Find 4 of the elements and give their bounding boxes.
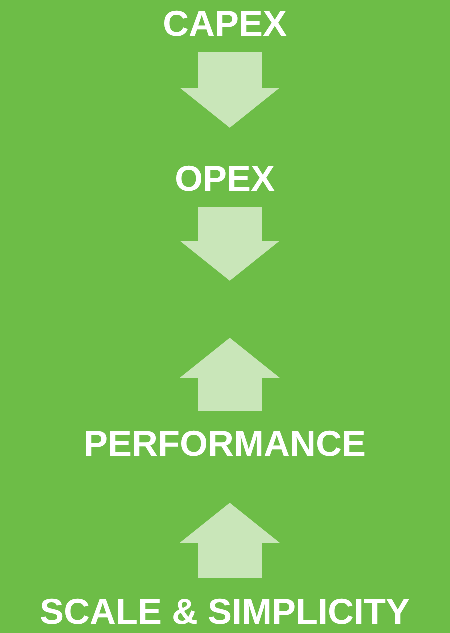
heading-text: SCALE & SIMPLICITY <box>40 594 410 630</box>
heading-text: PERFORMANCE <box>84 426 366 462</box>
heading-text: OPEX <box>174 161 276 197</box>
heading-text: CAPEX <box>162 6 288 42</box>
